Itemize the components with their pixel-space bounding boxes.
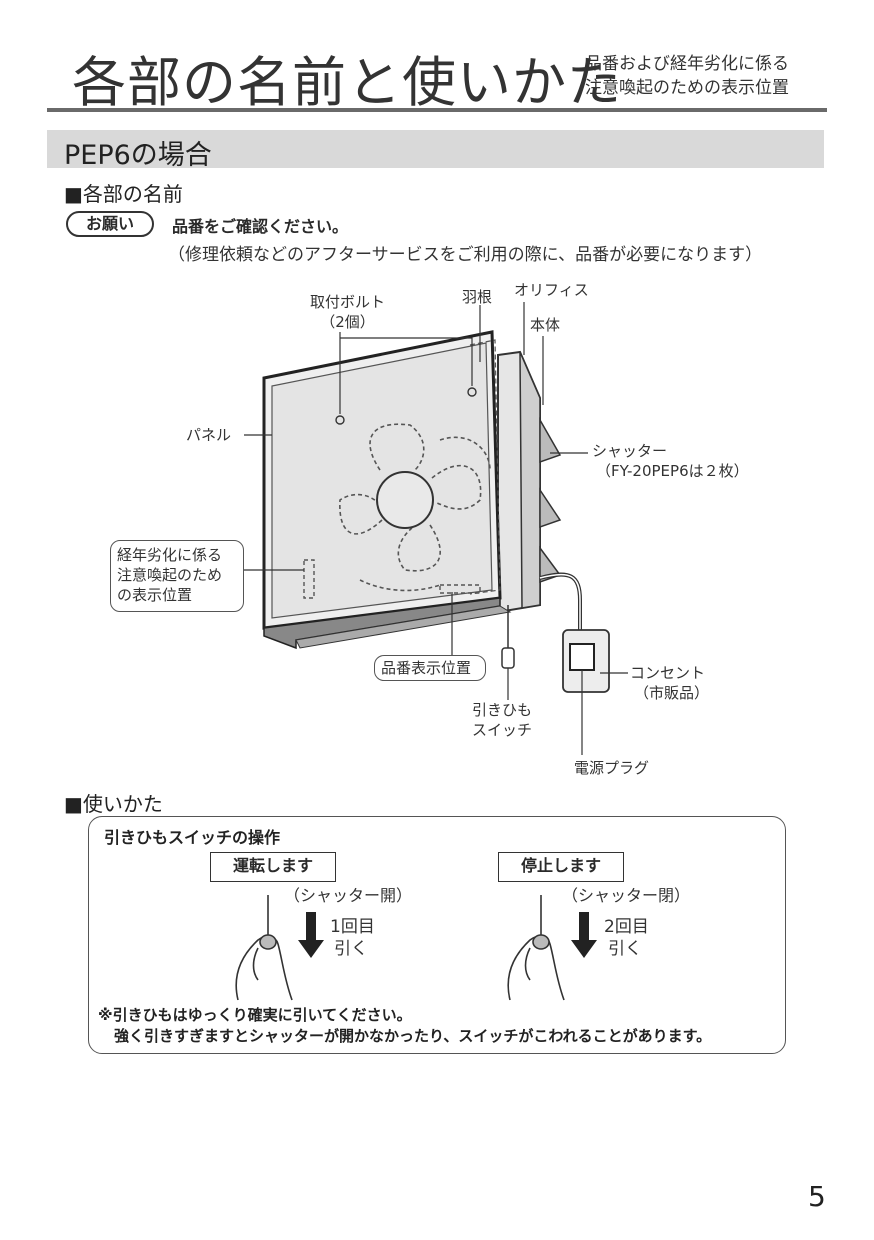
stop-hand xyxy=(507,934,565,1001)
label-bolt-line2: （2個） xyxy=(320,313,375,331)
notice-subtext: （修理依頼などのアフターサービスをご利用の際に、品番が必要になります） xyxy=(168,245,763,265)
page-number: 5 xyxy=(808,1180,826,1213)
label-shutter: シャッター （FY-20PEP6は２枚） xyxy=(592,441,749,481)
usage-note-2: 強く引きすぎますとシャッターが開かなかったり、スイッチがこわれることがあります。 xyxy=(114,1027,712,1045)
usage-box xyxy=(88,816,786,1054)
run-count: 1回目 引く xyxy=(330,916,375,960)
stop-down-arrow xyxy=(571,912,597,958)
title-rule xyxy=(47,108,827,112)
label-orifice: オリフィス xyxy=(514,281,589,299)
label-pull-switch: 引きひも スイッチ xyxy=(472,700,532,740)
orifice-outline xyxy=(469,339,501,595)
label-bolt-line1: 取付ボルト xyxy=(310,293,386,311)
page-subtitle: 品番および経年劣化に係る 注意喚起のための表示位置 xyxy=(585,52,789,100)
label-blade: 羽根 xyxy=(462,288,493,306)
label-outlet-line2: （市販品） xyxy=(634,684,710,702)
usage-box-title: 引きひもスイッチの操作 xyxy=(104,828,281,847)
subtitle-line-2: 注意喚起のための表示位置 xyxy=(585,78,789,98)
shutter-flap-1 xyxy=(539,417,562,464)
label-panel: パネル xyxy=(186,426,232,444)
shutter-flap-2 xyxy=(539,487,562,529)
label-pull-switch-line2: スイッチ xyxy=(472,721,533,739)
run-pull-text: 引く xyxy=(334,939,368,959)
section-bar xyxy=(47,130,824,168)
label-shutter-line1: シャッター xyxy=(592,442,668,460)
parts-heading: ■各部の名前 xyxy=(64,182,183,206)
section-title: PEP6の場合 xyxy=(64,140,212,171)
aging-callout-line3: の表示位置 xyxy=(117,586,193,604)
bolt-marks xyxy=(335,387,477,425)
stop-count: 2回目 引く xyxy=(604,916,649,960)
aging-label-mark xyxy=(303,559,315,599)
panel-bottom-lip xyxy=(295,605,512,649)
label-bolt: 取付ボルト （2個） xyxy=(310,292,385,332)
front-panel-inner xyxy=(271,342,493,619)
aging-callout: 経年劣化に係る 注意喚起のため の表示位置 xyxy=(110,540,244,612)
model-label-mark xyxy=(439,584,481,594)
label-plug: 電源プラグ xyxy=(574,759,650,777)
usage-illustrations xyxy=(235,895,597,1001)
fan-hub xyxy=(376,471,434,529)
run-hand xyxy=(235,934,293,1001)
leader-lines xyxy=(244,302,628,755)
usage-note-1: ※引きひもはゆっくり確実に引いてください。 xyxy=(98,1006,412,1024)
label-body: 本体 xyxy=(530,316,561,334)
usage-heading: ■使いかた xyxy=(64,792,163,816)
subtitle-line-1: 品番および経年劣化に係る xyxy=(585,54,789,74)
label-outlet: コンセント （市販品） xyxy=(630,663,709,703)
label-outlet-line1: コンセント xyxy=(630,664,706,682)
label-pull-switch-line1: 引きひも xyxy=(472,701,533,719)
stop-pull-text: 引く xyxy=(608,939,642,959)
aging-callout-line2: 注意喚起のため xyxy=(117,566,223,584)
onegai-badge: お願い xyxy=(66,211,154,237)
run-shutter-state: （シャッター開） xyxy=(284,886,413,905)
aging-callout-line1: 経年劣化に係る xyxy=(117,546,223,564)
label-shutter-line2: （FY-20PEP6は２枚） xyxy=(596,462,749,480)
fan-body-side xyxy=(519,351,541,609)
notice-text: 品番をご確認ください。 xyxy=(172,217,349,236)
fan-diagram xyxy=(244,302,628,755)
stop-shutter-state: （シャッター閉） xyxy=(562,886,691,905)
page-title: 各部の名前と使いかた xyxy=(72,51,622,114)
stop-count-text: 2回目 xyxy=(604,917,649,937)
model-position-callout: 品番表示位置 xyxy=(374,655,486,681)
run-down-arrow xyxy=(298,912,324,958)
run-count-text: 1回目 xyxy=(330,917,375,937)
stop-label: 停止します xyxy=(498,852,624,882)
run-label: 運転します xyxy=(210,852,336,882)
